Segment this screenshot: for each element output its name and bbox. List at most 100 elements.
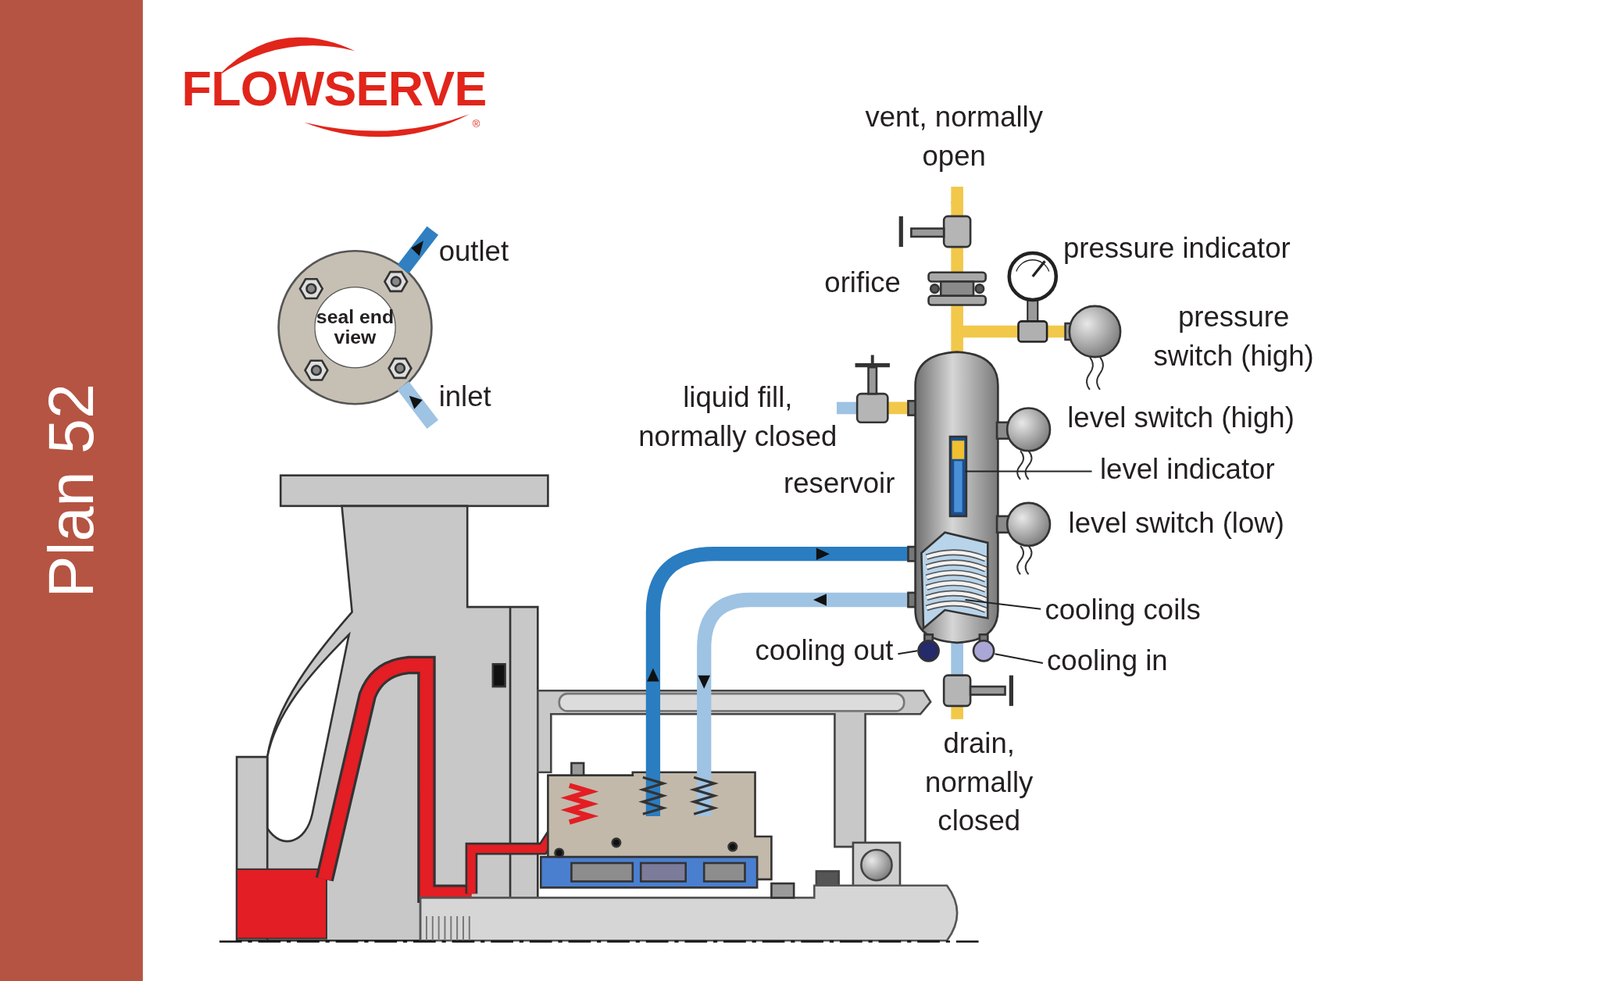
brand-logo: FLOWSERVE <box>181 63 486 115</box>
pressure-switch <box>1065 306 1122 390</box>
level-switch <box>1007 407 1050 451</box>
orifice-flange <box>928 272 986 306</box>
drain-valve <box>970 686 1005 695</box>
leader-line <box>965 470 1093 472</box>
mechanical-seal <box>571 763 584 776</box>
orifice-flange <box>928 296 986 306</box>
level-switch <box>1017 546 1032 575</box>
drain-valve <box>943 675 1011 707</box>
bolt-nut <box>395 364 405 374</box>
reservoir-vessel <box>926 582 986 590</box>
mechanical-seal <box>640 863 686 883</box>
mechanical-seal <box>555 849 564 858</box>
component-label: reservoir <box>783 464 895 504</box>
leader-line <box>994 653 1043 664</box>
fill-valve <box>868 367 877 394</box>
vent-valve <box>943 216 971 247</box>
reservoir-vessel <box>926 582 986 590</box>
reservoir-vessel <box>952 440 965 460</box>
vent-piping <box>957 325 1072 339</box>
component-label: liquid fill, normally closed <box>635 378 840 457</box>
logo-swoosh <box>303 114 470 137</box>
reservoir-vessel <box>907 352 998 643</box>
seal-end-view-disc <box>409 396 423 410</box>
centerline <box>219 940 980 943</box>
shaft <box>426 916 470 941</box>
pumped-fluid <box>324 665 472 895</box>
reservoir-vessel <box>921 532 988 629</box>
pressure-gauge <box>1027 299 1038 324</box>
reservoir-vessel <box>926 562 986 570</box>
reservoir-vessel <box>926 552 986 560</box>
component-label: cooling coils <box>1044 590 1200 630</box>
mechanical-seal <box>728 842 737 851</box>
vent-piping <box>887 186 1072 720</box>
orifice-flange <box>975 284 984 293</box>
bearing-frame <box>559 693 904 711</box>
plan-title: Plan 52 <box>35 383 108 599</box>
bolt-nut <box>300 271 411 380</box>
level-switch <box>1017 450 1032 480</box>
reservoir-vessel <box>926 603 986 611</box>
fill-drain-piping <box>950 640 964 678</box>
vent-valve <box>900 216 971 247</box>
barrier-piping <box>642 553 916 817</box>
pressure-gauge <box>1016 260 1050 272</box>
mechanical-seal <box>569 785 590 823</box>
barrier-piping <box>703 600 915 817</box>
pump-casing <box>280 475 548 507</box>
reservoir-vessel <box>926 603 986 611</box>
bolt-nut <box>391 277 401 287</box>
pump-casing <box>492 664 506 687</box>
mechanical-seal <box>540 857 758 888</box>
port-label: inlet <box>439 377 492 417</box>
fill-valve <box>871 355 875 368</box>
seal-end-view-disc <box>278 250 433 404</box>
orifice-flange <box>930 284 939 293</box>
seal-end-view-disc <box>410 240 424 257</box>
bolt-nut <box>389 358 412 379</box>
pressure-gauge <box>1009 253 1057 300</box>
mechanical-seal <box>571 863 633 883</box>
seal-end-view: seal end view <box>314 286 396 368</box>
shaft <box>420 885 958 942</box>
flow-arrow <box>813 593 827 607</box>
bolt-nut <box>384 271 408 292</box>
component-label: level indicator <box>1100 450 1275 490</box>
node-text-stack: seal end view <box>315 307 396 348</box>
component-label: vent, normally open <box>857 97 1051 175</box>
reservoir-vessel <box>926 592 986 600</box>
leader-line <box>965 600 1042 610</box>
seal-end-view-disc <box>403 385 433 425</box>
leader-line <box>897 650 918 654</box>
component-label: level switch (high) <box>1067 399 1295 439</box>
reservoir-vessel <box>950 436 967 517</box>
node-label: seal end view <box>315 307 396 348</box>
reservoir-vessel <box>926 552 986 560</box>
leader-line <box>897 471 1092 664</box>
component-label: pressure indicator <box>1063 229 1291 269</box>
orifice-flange <box>928 272 986 283</box>
fill-drain-piping <box>836 402 860 415</box>
mechanical-seal <box>703 863 745 883</box>
registered-mark: ® <box>472 118 481 132</box>
shaft <box>420 885 958 942</box>
component-label: cooling in <box>1046 642 1168 682</box>
reservoir-vessel <box>926 562 986 570</box>
pump-casing <box>236 506 538 941</box>
flow-arrow <box>646 668 660 683</box>
cooling-connection <box>973 640 994 661</box>
reservoir-vessel <box>926 592 986 600</box>
pressure-switch <box>1069 306 1121 358</box>
pressure-switch <box>1086 357 1104 390</box>
side-band <box>0 0 143 981</box>
reservoir-vessel <box>915 352 999 643</box>
vent-valve <box>899 216 904 247</box>
level-switch <box>996 407 1050 575</box>
level-switch <box>1007 503 1050 547</box>
reservoir-vessel <box>926 572 986 580</box>
component-label: drain, normally closed <box>920 724 1038 841</box>
bearing-frame <box>537 690 931 898</box>
bolt-nut <box>311 365 322 375</box>
